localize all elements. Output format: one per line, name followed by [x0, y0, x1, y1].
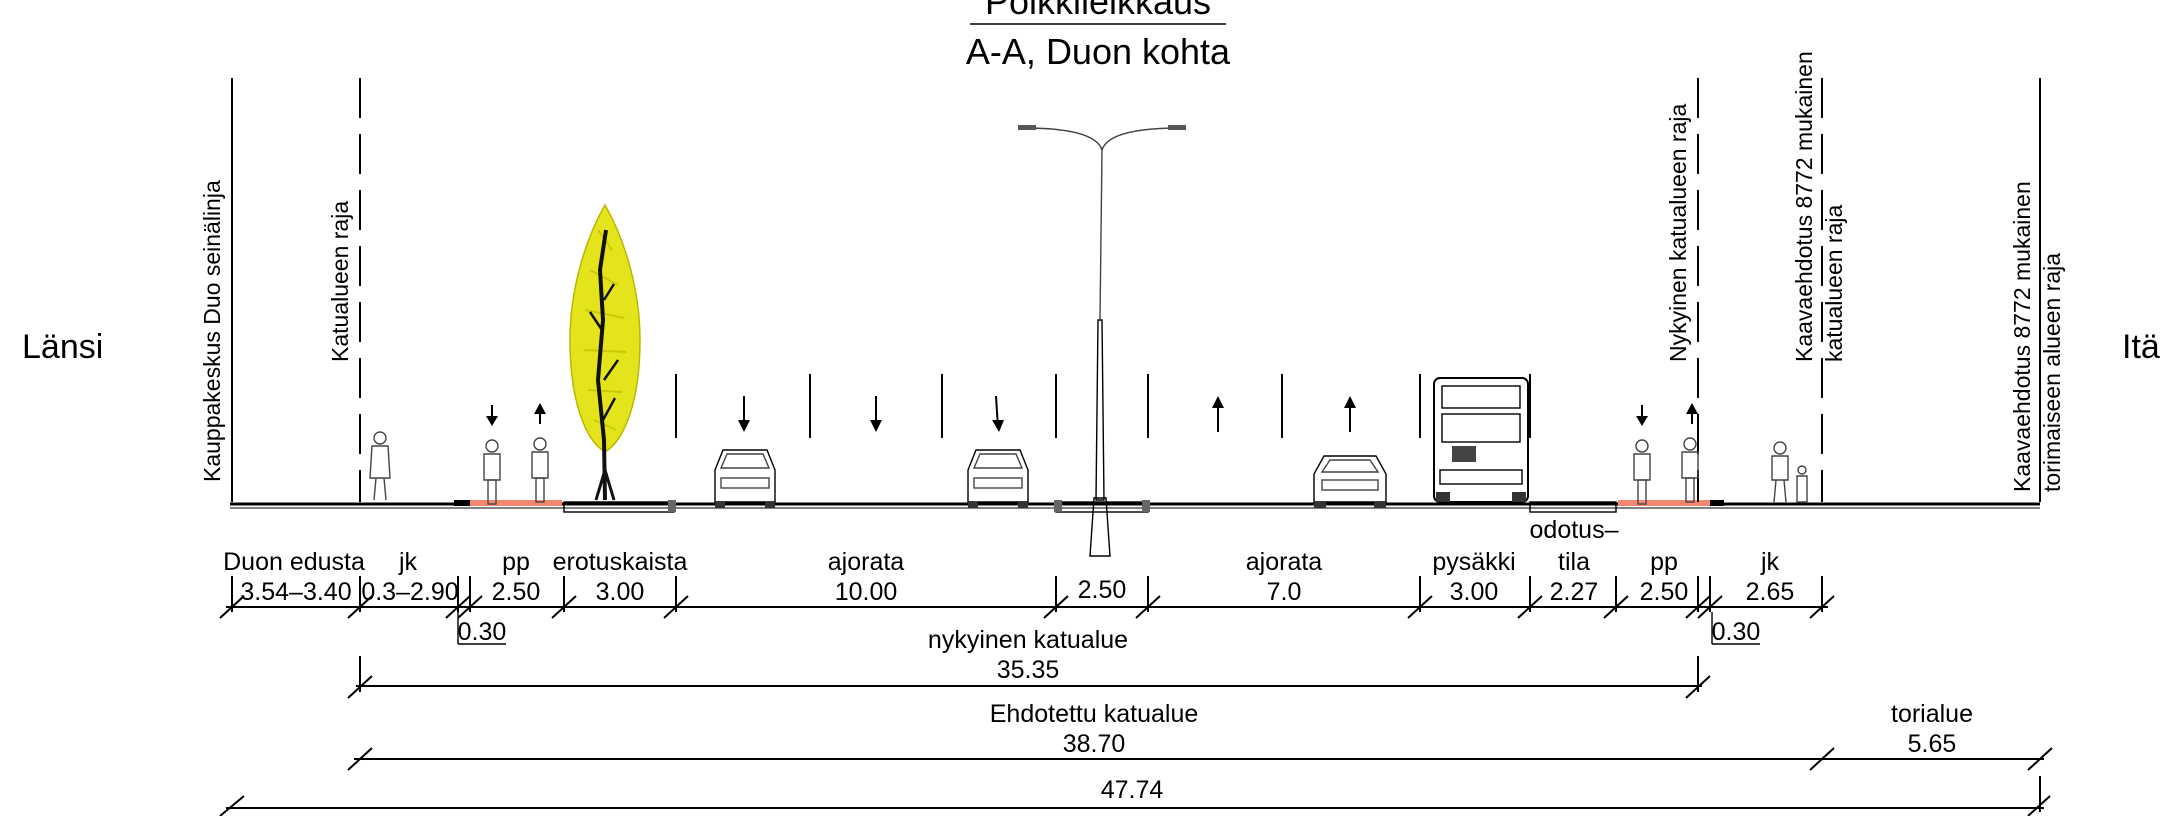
car-icon [967, 449, 1029, 508]
proposed-area-value: 38.70 [1063, 730, 1126, 758]
dim-ajorata-east: 7.0 [1267, 578, 1302, 606]
current-boundary-label: Nykyinen katualueen raja [1665, 104, 1691, 362]
square-area-label: torialue [1891, 700, 1973, 728]
bike-lane-east [1618, 500, 1710, 506]
cyclist-icon [531, 437, 549, 503]
duo-wall-label: Kauppakeskus Duo seinälinja [199, 180, 225, 482]
label-pysakki: pysäkki [1432, 548, 1515, 576]
plan-square-label-2: torimaiseen alueen raja [2039, 253, 2065, 492]
dim-jk-east: 2.65 [1746, 578, 1795, 606]
cyclist-icon [1633, 439, 1651, 505]
street-light-icon [1018, 125, 1186, 557]
arrow-down-icon [1636, 405, 1648, 426]
lane-dividers [675, 374, 1531, 438]
plan-street-label-1: Kaavaehdotus 8772 mukainen [1791, 51, 1817, 362]
label-ajorata-west: ajorata [828, 548, 905, 576]
pedestrian-with-child-icon [1771, 441, 1808, 503]
label-tila: tila [1558, 548, 1590, 576]
bike-lane-west [470, 500, 562, 506]
overall-value: 47.74 [1101, 776, 1164, 804]
label-pp-east: pp [1650, 548, 1678, 576]
dim-curb-east: 0.30 [1712, 618, 1761, 646]
arrow-up-icon [1344, 396, 1356, 432]
arrow-down-icon [870, 396, 882, 432]
bus-icon [1433, 377, 1529, 503]
dim-curb-west: 0.30 [458, 618, 507, 646]
dim-pp-west: 2.50 [492, 578, 541, 606]
segment-dimensions: 3.54–3.40 0.3–2.90 2.50 3.00 10.00 2.50 … [240, 576, 1794, 646]
section-labels: Duon edusta jk pp erotuskaista ajorata a… [223, 516, 1779, 576]
street-boundary-line: Katualueen raja [327, 78, 361, 502]
duo-wall-line: Kauppakeskus Duo seinälinja [199, 78, 233, 502]
arrow-down-icon [738, 396, 750, 432]
arrow-down-icon [486, 405, 498, 426]
plan-street-label-2: katualueen raja [1821, 205, 1847, 362]
label-jk-east: jk [1760, 548, 1780, 576]
diagram-subtitle: A-A, Duon kohta [966, 31, 1231, 72]
dim-erotuskaista: 3.00 [596, 578, 645, 606]
current-area-label: nykyinen katualue [928, 626, 1128, 654]
dim-median: 2.50 [1078, 576, 1127, 604]
label-odotus: odotus– [1530, 516, 1619, 544]
cyclist-icon [1681, 437, 1699, 503]
dim-odotustila: 2.27 [1550, 578, 1599, 606]
waiting-area [1529, 501, 1617, 513]
segment-dimension-line [219, 576, 1835, 619]
dim-duon-edusta: 3.54–3.40 [240, 578, 351, 606]
square-area-value: 5.65 [1908, 730, 1957, 758]
current-street-area-dimension: nykyinen katualue 35.35 [347, 626, 1711, 699]
dim-jk-west: 0.3–2.90 [361, 578, 458, 606]
diagram-title: Poikkileikkaus [985, 0, 1211, 22]
ground-profile [230, 500, 2040, 513]
cyclist-icon [483, 439, 501, 505]
pedestrian-icon [369, 431, 391, 501]
dim-ajorata-west: 10.00 [835, 578, 898, 606]
plan-square-label-1: Kaavaehdotus 8772 mukainen [2009, 181, 2035, 492]
arrow-up-icon [1212, 396, 1224, 432]
current-boundary-line: Nykyinen katualueen raja [1665, 78, 1699, 502]
label-jk-west: jk [398, 548, 418, 576]
label-erotuskaista: erotuskaista [553, 548, 688, 576]
car-icon [1313, 455, 1387, 508]
east-label: Itä [2122, 328, 2160, 366]
overall-dimension: 47.74 [219, 776, 2051, 816]
label-pp-west: pp [502, 548, 530, 576]
direction-arrows [486, 395, 1698, 432]
arrow-up-icon [534, 403, 546, 424]
dim-pp-east: 2.50 [1640, 578, 1689, 606]
plan-square-boundary-line: Kaavaehdotus 8772 mukainen torimaiseen a… [2009, 78, 2065, 502]
west-label: Länsi [22, 328, 103, 366]
tree-icon [569, 203, 641, 501]
street-boundary-label: Katualueen raja [327, 201, 353, 362]
arrow-up-icon [1686, 403, 1698, 424]
dim-pysakki: 3.00 [1450, 578, 1499, 606]
arrow-down-icon [992, 395, 1004, 432]
plan-street-boundary-line: Kaavaehdotus 8772 mukainen katualueen ra… [1791, 51, 1847, 502]
label-ajorata-east: ajorata [1246, 548, 1323, 576]
proposed-street-area-dimension: Ehdotettu katualue 38.70 torialue 5.65 [347, 700, 2053, 771]
current-area-value: 35.35 [997, 656, 1060, 684]
car-icon [714, 449, 776, 508]
proposed-area-label: Ehdotettu katualue [990, 700, 1199, 728]
label-duon-edusta: Duon edusta [223, 548, 365, 576]
